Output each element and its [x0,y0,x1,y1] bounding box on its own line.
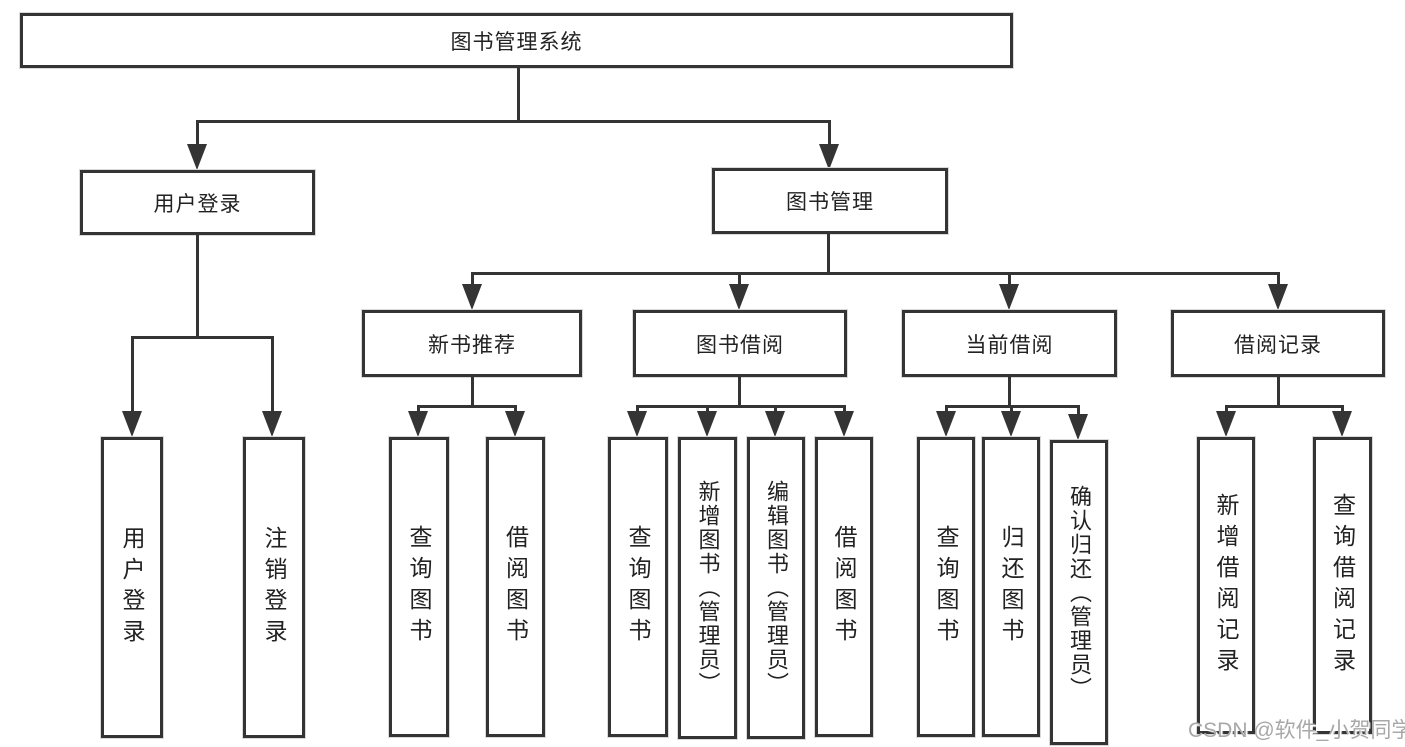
arrow-down-icon [1001,411,1021,437]
node-label: 借阅图书 [831,525,857,649]
arrow-down-icon [505,411,525,437]
node-label: 借阅图书 [502,525,529,649]
connector-line [471,272,474,288]
connector-line [196,120,831,123]
leaf-borrow-books-1: 借阅图书 [486,437,545,737]
arrow-down-icon [627,411,647,437]
node-label: 查询图书 [406,525,432,649]
leaf-confirm-return-admin: 确认归还（管理员） [1050,440,1108,745]
node-label: 注销登录 [261,525,287,650]
connector-line [636,405,639,414]
leaf-query-books-2: 查询图书 [608,437,668,737]
arrow-down-icon [122,411,142,437]
leaf-query-books-1: 查询图书 [389,437,449,737]
connector-line [1277,377,1280,408]
leaf-return-book: 归还图书 [982,437,1040,737]
arrow-down-icon [936,411,956,437]
connector-line [843,405,846,414]
connector-line [1225,405,1228,414]
arrow-down-icon [729,284,749,310]
connector-line [471,272,1280,275]
leaf-logout: 注销登录 [243,437,305,738]
node-label: 图书管理系统 [450,30,583,54]
node-label: 图书借阅 [696,333,784,357]
arrow-down-icon [187,144,207,170]
leaf-add-book-admin: 新增图书（管理员） [678,437,737,739]
connector-line [1277,272,1280,288]
connector-line [196,120,199,146]
arrow-down-icon [408,411,428,437]
connector-line [738,377,741,408]
arrow-down-icon [697,411,717,437]
leaf-user-login: 用户登录 [101,437,163,738]
connector-line [131,336,274,339]
node-label: 用户登录 [119,525,145,650]
node-label: 编辑图书（管理员） [764,480,789,696]
arrow-down-icon [1068,414,1088,440]
arrow-down-icon [462,284,482,310]
node-label: 查询借阅记录 [1329,492,1356,679]
arrow-down-icon [262,411,282,437]
connector-line [738,272,741,288]
connector-line [1077,405,1080,417]
arrow-down-icon [1268,284,1288,310]
node-current-borrowing: 当前借阅 [902,310,1117,377]
connector-line [514,405,517,414]
node-new-book-recommend: 新书推荐 [362,310,582,377]
connector-line [417,405,420,414]
node-label: 用户登录 [153,192,242,216]
node-borrowing-records: 借阅记录 [1171,310,1385,377]
arrow-down-icon [765,411,785,437]
connector-line [471,377,474,408]
connector-line [1225,405,1343,408]
connector-line [271,336,274,413]
connector-line [1008,272,1011,288]
node-label: 图书管理 [786,191,874,214]
connector-line [417,405,517,408]
connector-line [196,235,199,339]
leaf-add-borrow-record: 新增借阅记录 [1197,437,1255,734]
node-root-library-system: 图书管理系统 [20,13,1013,68]
node-label: 查询图书 [625,525,651,649]
connector-line [945,405,948,414]
node-label: 查询图书 [933,525,959,649]
arrow-down-icon [834,411,854,437]
node-user-login: 用户登录 [80,170,315,235]
leaf-query-borrow-record: 查询借阅记录 [1313,437,1372,734]
node-label: 新书推荐 [428,333,516,357]
connector-line [1008,377,1011,408]
node-label: 归还图书 [998,525,1024,649]
leaf-edit-book-admin: 编辑图书（管理员） [747,437,805,739]
connector-line [517,67,520,123]
node-book-management: 图书管理 [712,168,948,234]
connector-line [1341,405,1344,414]
csdn-watermark: CSDN @软件_小贺同学 [1188,719,1405,742]
node-label: 新增图书（管理员） [695,480,721,696]
arrow-down-icon [1216,411,1236,437]
node-label: 借阅记录 [1234,333,1322,357]
arrow-down-icon [1332,411,1352,437]
connector-line [827,234,830,275]
arrow-down-icon [999,284,1019,310]
connector-line [774,405,777,414]
node-label: 新增借阅记录 [1213,492,1239,679]
node-label: 确认归还（管理员） [1067,484,1092,701]
leaf-borrow-books-2: 借阅图书 [815,437,873,737]
node-book-borrowing: 图书借阅 [633,310,847,377]
node-label: 当前借阅 [965,333,1054,357]
connector-line [828,120,831,146]
leaf-query-books-3: 查询图书 [917,437,975,737]
connector-line [131,336,134,413]
arrow-down-icon [819,144,839,170]
connector-line [706,405,709,414]
connector-line [1010,405,1013,414]
connector-line [636,405,845,408]
